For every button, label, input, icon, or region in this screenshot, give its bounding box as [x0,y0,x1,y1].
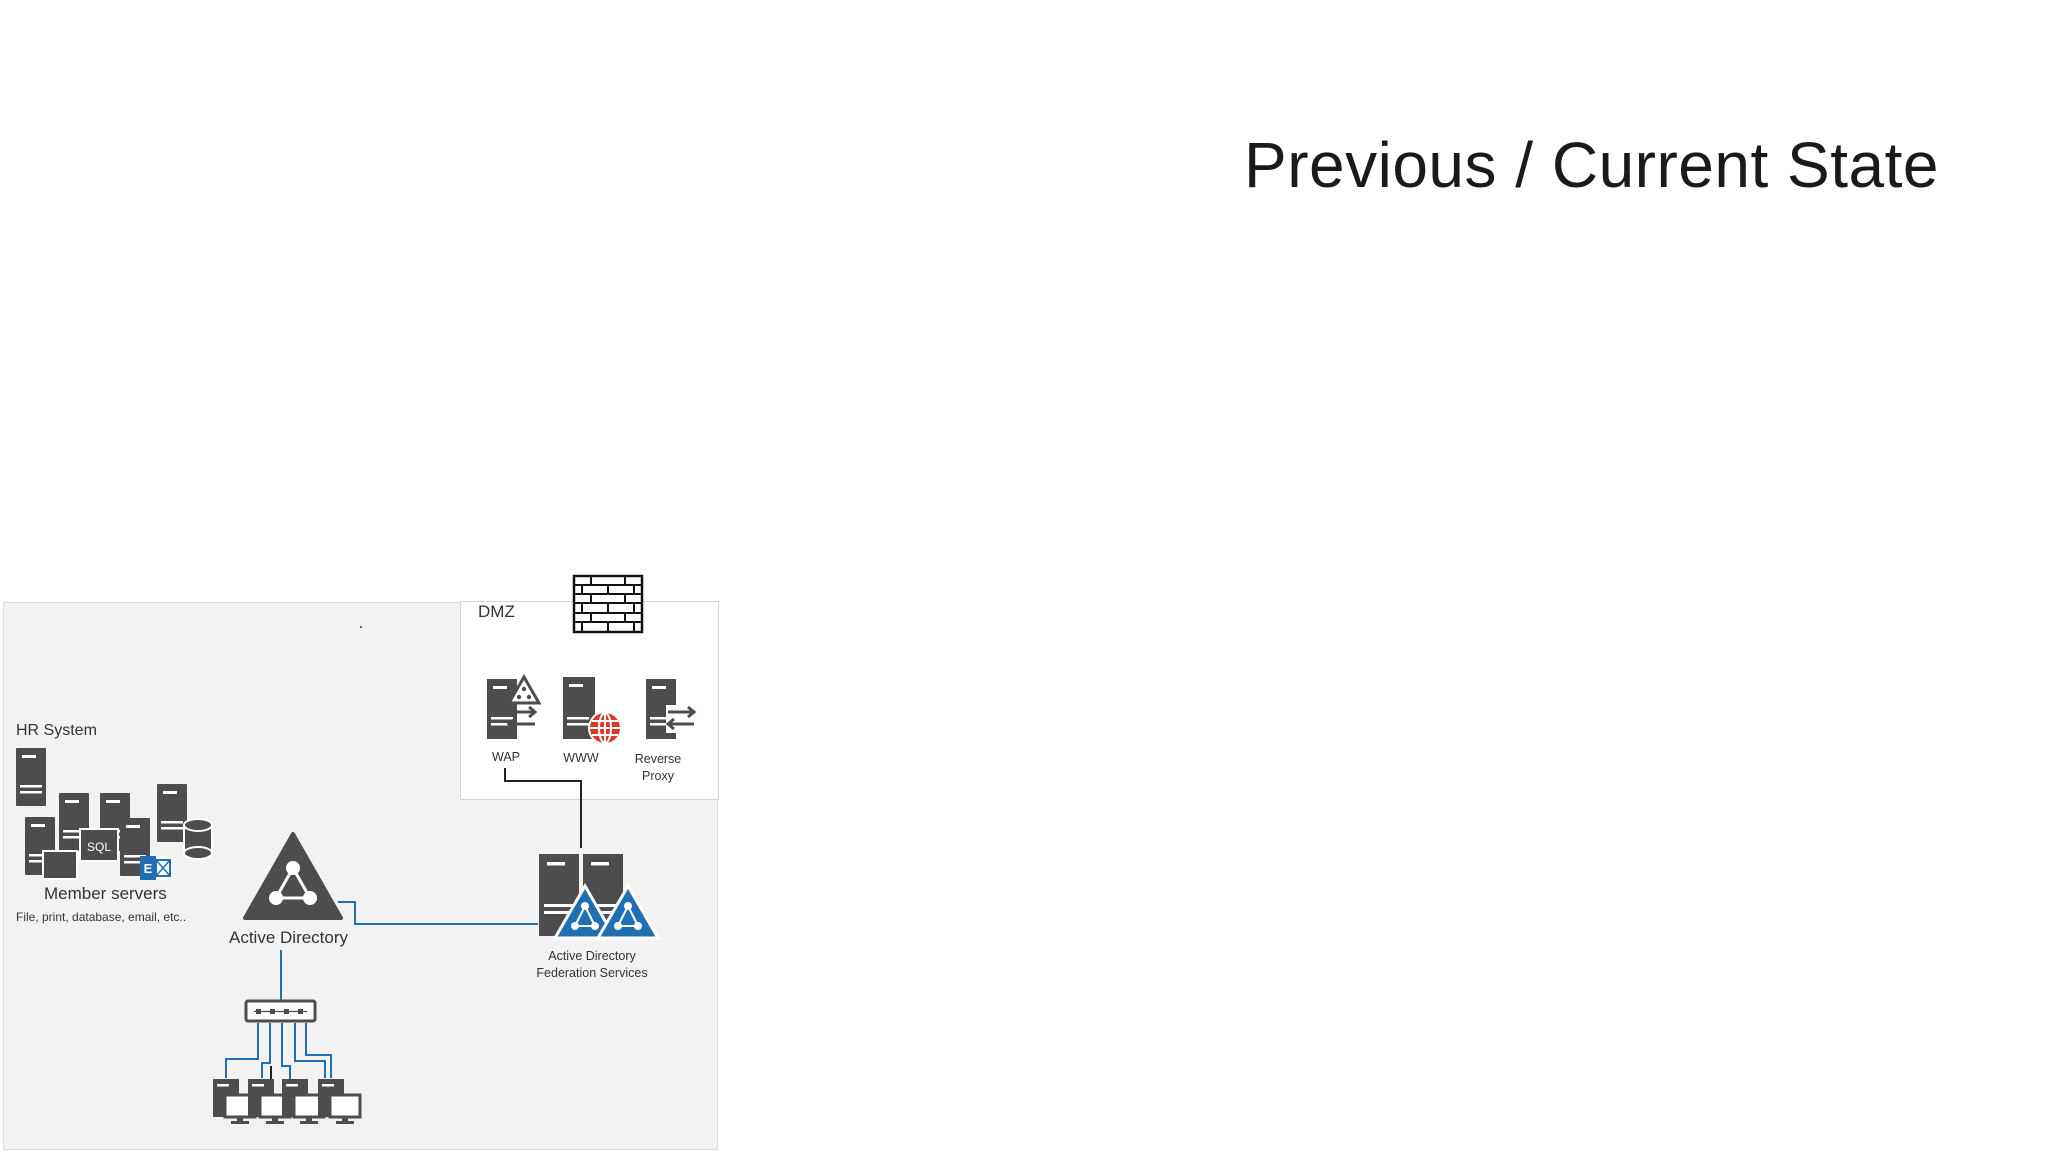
ad-to-adfs-connector [338,901,538,925]
member-servers-icon: SQL E [16,748,213,880]
adfs-label: Active Directory Federation Services [536,949,648,980]
svg-text:SQL: SQL [87,840,111,854]
member-servers-label: Member servers [44,884,167,903]
workstation-icon [211,1077,362,1126]
reverse-proxy-label: Reverse Proxy [634,752,682,783]
wap-label: WAP [491,750,520,764]
wap-to-adfs-connector [504,768,582,848]
wap-server-icon [487,673,542,739]
reverse-proxy-server-icon [646,679,697,739]
sql-badge [79,828,119,862]
www-label: WWW [563,751,599,765]
hr-system-label: HR System [16,722,97,739]
active-directory-icon [243,832,343,920]
globe-icon [588,711,622,745]
active-directory-label: Active Directory [229,928,349,947]
exchange-icon: E [140,856,172,880]
network-switch-icon [244,999,317,1023]
slide-title: Previous / Current State [1244,129,1939,201]
dmz-label: DMZ [478,602,515,621]
switch-to-workstations-connectors [225,1023,332,1080]
svg-text:E: E [144,861,153,876]
member-servers-sublabel: File, print, database, email, etc.. [16,910,187,924]
firewall-icon [572,574,644,634]
adfs-server-icon [539,854,660,940]
database-icon [183,818,213,860]
www-server-icon [563,677,622,745]
stray-dot [360,626,362,628]
